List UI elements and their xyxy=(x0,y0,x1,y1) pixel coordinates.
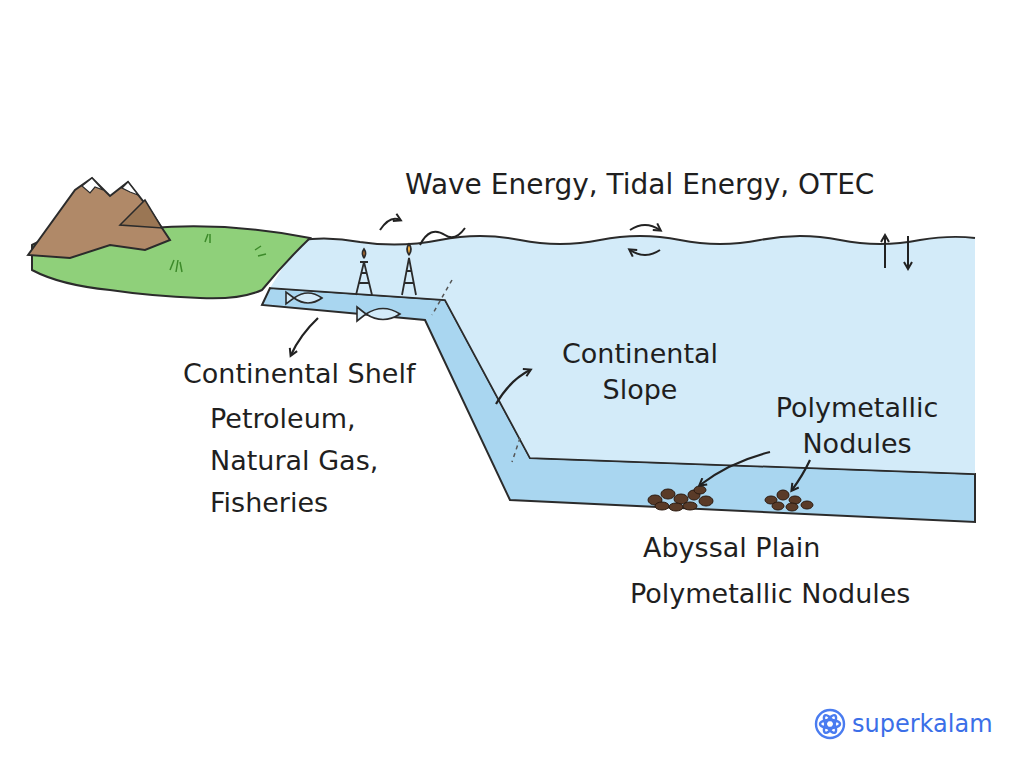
water-surface xyxy=(300,236,975,245)
grass xyxy=(170,234,266,272)
resource-label: Polymetallic Nodules xyxy=(630,576,910,612)
watermark: superkalam xyxy=(852,708,993,740)
region-label: Abyssal Plain xyxy=(643,530,820,566)
snow-caps xyxy=(82,178,138,195)
region-label: Continental Shelf xyxy=(183,356,416,392)
ocean-water xyxy=(270,236,975,474)
shelf-break xyxy=(432,280,520,462)
energy-label: Wave Energy, Tidal Energy, OTEC xyxy=(405,166,874,204)
nodules xyxy=(648,486,813,511)
mountain-far xyxy=(120,200,162,228)
watermark-logo xyxy=(816,710,844,738)
resource-list: Petroleum, Natural Gas, Fisheries xyxy=(210,398,425,524)
oil-rigs xyxy=(356,244,416,295)
mountains xyxy=(28,178,170,258)
fish xyxy=(286,292,400,321)
energy-symbols xyxy=(380,219,908,268)
region-label: Continental Slope xyxy=(540,336,740,409)
resource-label: Polymetallic Nodules xyxy=(752,390,962,463)
